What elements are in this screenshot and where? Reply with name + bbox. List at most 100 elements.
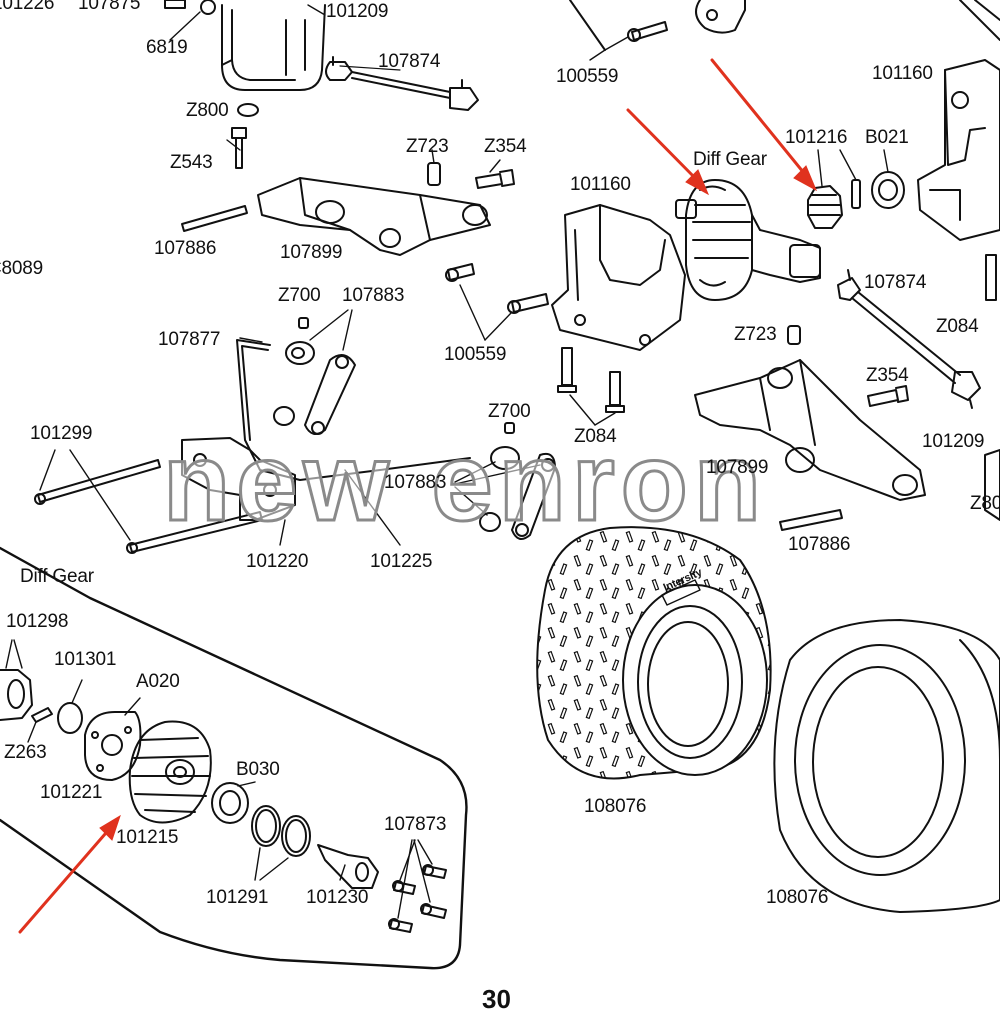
rod-end-107883-top <box>273 309 356 435</box>
suspension-arm-107899-mid <box>694 359 926 501</box>
screw-100559-top <box>569 0 746 61</box>
label-107899-top: 107899 <box>280 242 343 263</box>
chassis-edge-top-right <box>959 0 1000 41</box>
gearbox-housing-101160-right <box>917 59 1000 241</box>
screw-Z084-right <box>985 254 997 301</box>
washer-6819 <box>200 0 216 15</box>
label-108076-rear: 108076 <box>766 887 829 908</box>
suspension-arm-107899-top <box>257 177 491 256</box>
label-107873: 107873 <box>384 814 447 835</box>
label-100559-top: 100559 <box>556 66 619 87</box>
diff-gear-assembly-top <box>675 179 821 301</box>
label-100559-mid: 100559 <box>444 344 507 365</box>
label-B021: B021 <box>865 127 909 148</box>
label-Z354-mid: Z354 <box>866 365 909 386</box>
mount-101220 <box>181 437 296 546</box>
o-rings-101291 <box>251 805 311 881</box>
label-6819: 6819 <box>146 37 188 58</box>
label-101220: 101220 <box>246 551 309 572</box>
screws-Z084-mid <box>557 347 625 426</box>
hinge-pin-107886-top <box>181 205 248 232</box>
driveshaft-107874-mid <box>837 269 981 409</box>
label-101160-right: 101160 <box>872 63 933 84</box>
hinge-pins-101299 <box>34 449 263 554</box>
pin-Z723-mid <box>787 325 801 345</box>
rod-end-107883-mid <box>454 446 556 540</box>
label-101216: 101216 <box>785 127 848 148</box>
label-107886-mid: 107886 <box>788 534 851 555</box>
label-101291: 101291 <box>206 887 269 908</box>
label-Z80-right: Z80 <box>970 493 1000 514</box>
label-Z700-mid: Z700 <box>488 401 531 422</box>
part-107875 <box>164 0 186 9</box>
hinge-pin-107886-mid <box>779 509 843 531</box>
label-101221: 101221 <box>40 782 103 803</box>
shim-101301 <box>57 702 83 734</box>
bearing-B030 <box>211 781 256 824</box>
callout-arrows <box>18 58 818 934</box>
leader-lines-top-left <box>169 4 326 151</box>
label-107877: 107877 <box>158 329 221 350</box>
label-107883-top: 107883 <box>342 285 405 306</box>
leader-101225 <box>344 469 401 546</box>
screw-Z543 <box>231 127 247 169</box>
label-diff-gear-inset: Diff Gear <box>20 566 94 587</box>
label-A020: A020 <box>136 671 180 692</box>
label-diff-gear-top: Diff Gear <box>693 149 767 170</box>
label-Z723-mid: Z723 <box>734 324 777 345</box>
label-Z700-top: Z700 <box>278 285 321 306</box>
hub-carrier-101209-top <box>221 4 326 91</box>
label-Z543: Z543 <box>170 152 213 173</box>
label-C8089: C8089 <box>0 258 43 279</box>
tire-108076-front <box>536 526 772 780</box>
label-101230: 101230 <box>306 887 369 908</box>
leader-lines-arm-top <box>431 149 501 173</box>
watermark-text: new enron <box>161 421 768 544</box>
label-101215: 101215 <box>116 827 179 848</box>
label-107886-top: 107886 <box>154 238 217 259</box>
gear-101298 <box>0 639 33 721</box>
label-Z084-mid: Z084 <box>574 426 617 447</box>
label-107899-mid: 107899 <box>706 457 769 478</box>
label-108076-front: 108076 <box>584 796 647 817</box>
nut-Z800 <box>237 103 259 117</box>
label-Z354-top: Z354 <box>484 136 527 157</box>
pin-Z700-mid <box>504 422 515 434</box>
label-101299: 101299 <box>30 423 93 444</box>
pin-Z723-top <box>427 162 441 186</box>
screw-Z354-top <box>475 169 515 189</box>
label-B030: B030 <box>236 759 280 780</box>
label-101225: 101225 <box>370 551 433 572</box>
pin-Z263 <box>31 707 53 723</box>
tire-108076-rear <box>773 619 1000 913</box>
label-107874-mid: 107874 <box>864 272 927 293</box>
hub-carrier-101209-right <box>984 449 1000 521</box>
page-number: 30 <box>482 984 511 1014</box>
pin-Z700-top <box>298 317 309 329</box>
leader-Z263 <box>27 721 37 743</box>
label-101209-right: 101209 <box>922 431 985 452</box>
bearing-B021 <box>871 149 905 209</box>
label-107883-mid: 107883 <box>384 472 447 493</box>
screws-107873 <box>388 839 447 933</box>
screw-Z354-mid <box>867 385 909 407</box>
label-107874-top: 107874 <box>378 51 441 72</box>
label-Z084-right: Z084 <box>936 316 979 337</box>
driveshaft-107874-top <box>325 56 479 111</box>
screws-100559-mid <box>445 263 549 341</box>
anti-roll-bar-107877 <box>236 337 471 481</box>
label-107875: 107875 <box>78 0 141 14</box>
ring-gear-101215 <box>128 720 212 824</box>
inset-panel-border <box>0 546 468 970</box>
diff-case-101221 <box>84 697 142 781</box>
label-101209-top: 101209 <box>326 1 389 22</box>
label-101298: 101298 <box>6 611 69 632</box>
label-Z723-top: Z723 <box>406 136 449 157</box>
label-101226: 101226 <box>0 0 55 14</box>
label-101160-mid: 101160 <box>570 174 631 195</box>
gearbox-housing-101160-mid <box>551 204 686 351</box>
label-Z263: Z263 <box>4 742 47 763</box>
label-101301: 101301 <box>54 649 117 670</box>
